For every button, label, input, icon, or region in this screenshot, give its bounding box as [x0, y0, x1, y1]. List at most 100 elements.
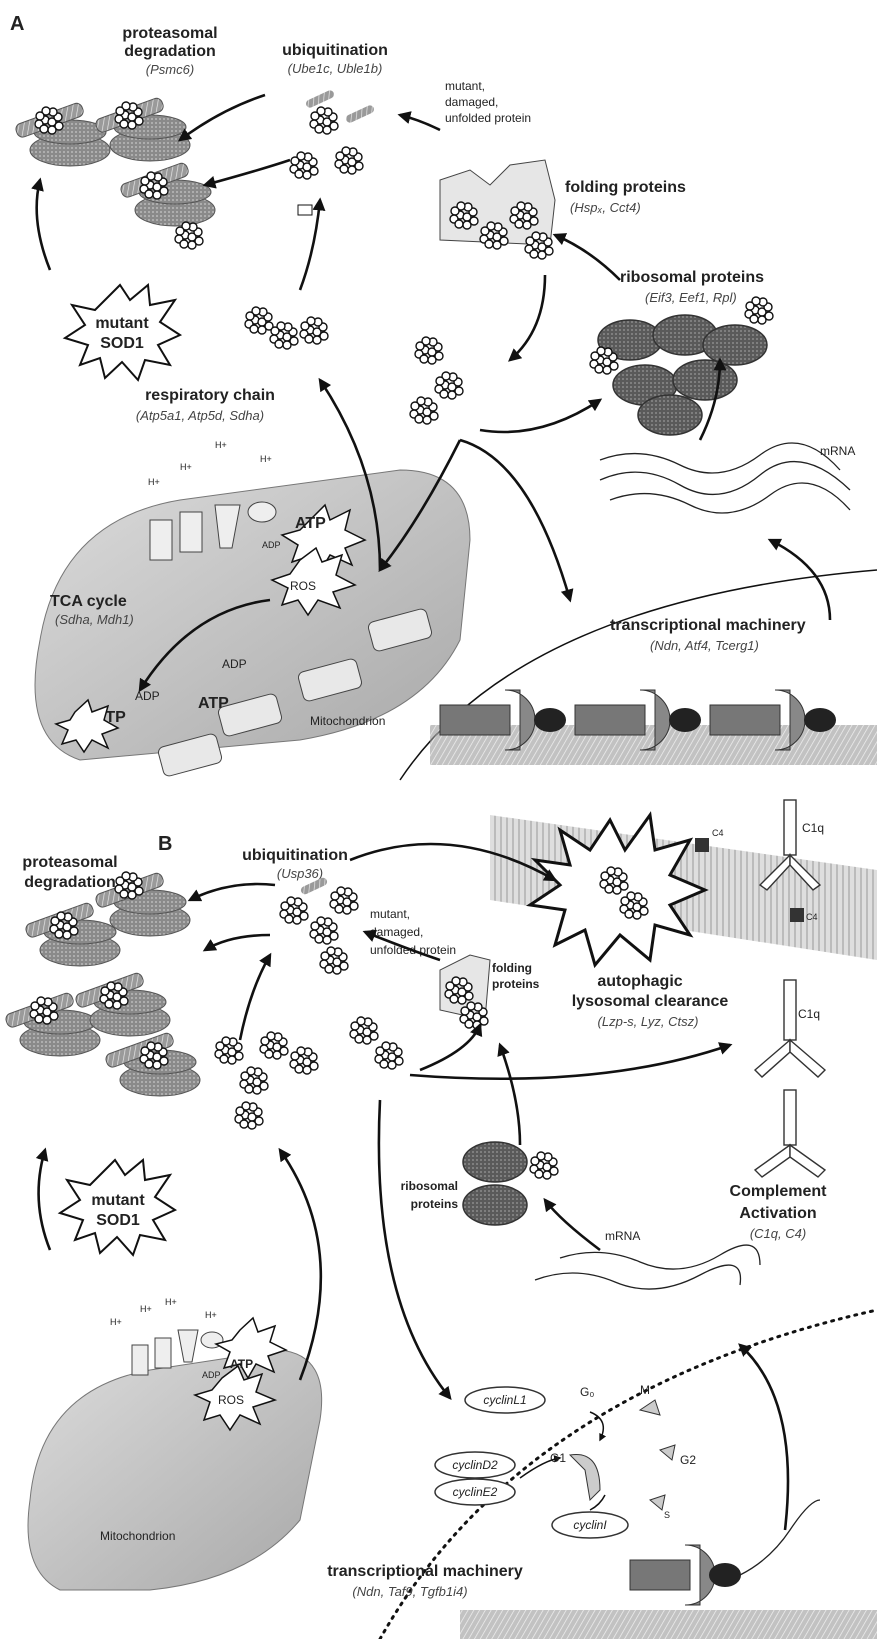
c4-label-2: C4 — [806, 912, 818, 922]
arrow-a-misfold-ubq — [400, 115, 440, 130]
atp-a1: ATP — [295, 515, 326, 532]
arrow-b-ribo-free — [500, 1045, 520, 1145]
mutant-protein-b1: mutant, — [370, 907, 410, 921]
mito-label-b: Mitochondrion — [100, 1529, 175, 1543]
autophagy-label-2: lysosomal clearance — [572, 993, 729, 1010]
ubiquitinated-protein — [290, 89, 375, 215]
arrow-b-mito-free — [280, 1150, 321, 1380]
panel-b: B C4 C4 C1q C1q Complement Activation (C… — [4, 800, 877, 1639]
nascent-protein-a — [245, 307, 463, 424]
g0-label: G₀ — [580, 1385, 594, 1399]
cyclinD2-label: cyclinD2 — [452, 1458, 498, 1472]
arrow-a-ubq-prot — [180, 95, 265, 140]
mutant-protein-a3: unfolded protein — [445, 111, 531, 125]
hplus-b2: H+ — [140, 1304, 152, 1314]
ubiquitination-genes-b: (Usp36) — [277, 866, 323, 881]
tca-label-a: TCA cycle — [50, 593, 127, 610]
proteasomal-label-a1: proteasomal — [122, 25, 217, 42]
c1q-molecule-3 — [755, 1090, 825, 1177]
cyclinE2-label: cyclinE2 — [453, 1485, 498, 1499]
sod1-label-a2: SOD1 — [100, 335, 144, 352]
ribosomal-label-b2: proteins — [411, 1197, 459, 1211]
c1q-label-1: C1q — [802, 821, 824, 835]
hplus-b4: H+ — [205, 1310, 217, 1320]
folding-chaperone — [440, 160, 555, 259]
arrow-a-fold-free — [510, 275, 545, 360]
arrow-a-ribo-fold — [555, 235, 620, 280]
c4-label-1: C4 — [712, 828, 724, 838]
autophagy-label-1: autophagic — [597, 973, 682, 990]
autophagy-genes: (Lzp-s, Lyz, Ctsz) — [598, 1014, 699, 1029]
transcription-label-b: transcriptional machinery — [327, 1563, 523, 1580]
c1q-molecule-2 — [755, 980, 825, 1077]
c1q-label-2: C1q — [798, 1007, 820, 1021]
arrow-b-mrna-ribo — [545, 1200, 600, 1250]
adp-a1: ADP — [262, 540, 281, 550]
mutant-protein-a2: damaged, — [445, 95, 498, 109]
mito-label-a: Mitochondrion — [310, 714, 385, 728]
ribosome-b — [463, 1142, 558, 1225]
respiratory-label-a: respiratory chain — [145, 387, 275, 404]
panel-a: A proteasomal degradation (Psmc6) ubiqui… — [10, 13, 877, 780]
ribosomal-genes-a: (Eif3, Eef1, Rpl) — [645, 290, 737, 305]
hplus-a1: H+ — [148, 477, 160, 487]
adp-a3: ADP — [135, 689, 160, 703]
hplus-a3: H+ — [215, 440, 227, 450]
atp-a2: ATP — [198, 695, 229, 712]
hplus-a4: H+ — [260, 454, 272, 464]
transcription-genes-a: (Ndn, Atf4, Tcerg1) — [650, 638, 759, 653]
panel-a-label: A — [10, 13, 24, 35]
arrow-b-free-ubq — [240, 955, 270, 1040]
s-label: S — [664, 1510, 670, 1520]
mutant-sod1-star-a — [65, 285, 180, 380]
mitochondrion-b — [28, 1330, 322, 1590]
arrow-a-free-nuc — [460, 440, 570, 600]
sod1-label-b1: mutant — [91, 1192, 145, 1209]
folding-genes-a: (Hspₓ, Cct4) — [570, 200, 641, 215]
cyclinI-label: cyclinI — [573, 1518, 607, 1532]
proteasome-cluster — [14, 97, 215, 249]
ros-a: ROS — [290, 579, 316, 593]
ros-b: ROS — [218, 1393, 244, 1407]
transcription-label-a: transcriptional machinery — [610, 617, 806, 634]
mrna-label-b: mRNA — [605, 1229, 640, 1243]
ribosome-cluster — [590, 297, 773, 435]
hplus-a2: H+ — [180, 462, 192, 472]
g1-label: G1 — [550, 1451, 566, 1465]
complement-label-2: Activation — [739, 1205, 816, 1222]
adp-b: ADP — [202, 1370, 221, 1380]
proteasomal-label-a2: degradation — [124, 43, 216, 60]
hplus-b1: H+ — [110, 1317, 122, 1327]
c4-marker-1 — [695, 838, 709, 852]
arrow-a-free-ribo — [480, 400, 600, 432]
arrow-b-sod1-prot — [39, 1150, 50, 1250]
ubiquitination-label-b: ubiquitination — [242, 847, 348, 864]
ribosomal-label-b1: ribosomal — [401, 1179, 458, 1193]
c4-marker-2 — [790, 908, 804, 922]
ribosomal-label-a: ribosomal proteins — [620, 269, 764, 286]
arrow-b-ubq-prot — [190, 884, 275, 900]
ubiquitinated-protein-b — [280, 876, 358, 974]
arrow-b-ubq-prot2 — [205, 935, 270, 950]
complement-label-1: Complement — [730, 1183, 828, 1200]
ubiquitination-label-a: ubiquitination — [282, 42, 388, 59]
hplus-b3: H+ — [165, 1297, 177, 1307]
g2-label: G2 — [680, 1453, 696, 1467]
ubiquitination-genes-a: (Ube1c, Uble1b) — [288, 61, 383, 76]
proteasomal-label-b1: proteasomal — [22, 854, 117, 871]
arrow-a-sod1-prot — [37, 180, 50, 270]
folding-label-b1: folding — [492, 961, 532, 975]
cyclinL1-label: cyclinL1 — [483, 1393, 526, 1407]
mrna-a — [600, 443, 850, 513]
m-label: M — [640, 1383, 650, 1397]
panel-b-label: B — [158, 833, 172, 855]
dna-transcription-a — [430, 690, 877, 765]
proteasomal-label-b2: degradation — [24, 874, 116, 891]
adp-a2: ADP — [222, 657, 247, 671]
sod1-label-b2: SOD1 — [96, 1212, 140, 1229]
mrna-b — [535, 1245, 760, 1289]
sod1-label-a1: mutant — [95, 315, 149, 332]
folding-chaperone-b — [440, 955, 490, 1029]
arrow-a-ubq-prot2 — [205, 160, 290, 185]
